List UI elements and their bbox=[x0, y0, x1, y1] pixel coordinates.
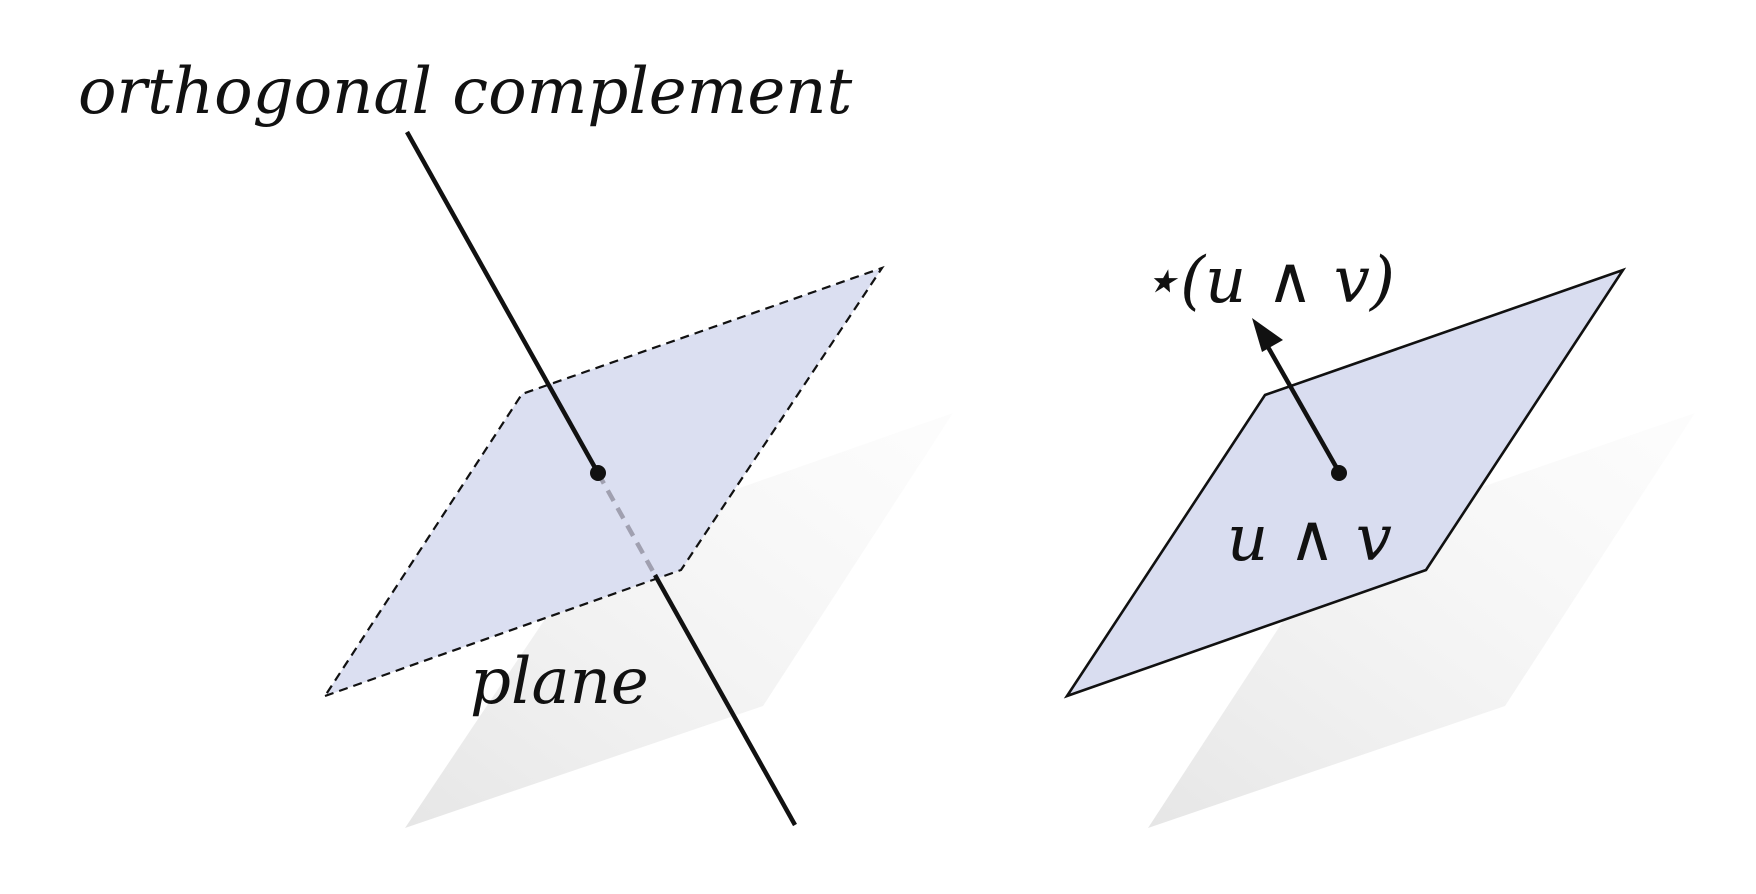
arrowhead-icon bbox=[1252, 318, 1283, 352]
orthogonal-complement-label: orthogonal complement bbox=[78, 55, 852, 129]
hodge-star-label: ⋆(u ∧ v) bbox=[1140, 244, 1395, 318]
bivector-point bbox=[1331, 465, 1347, 481]
right-plane bbox=[1063, 267, 1627, 699]
right-plane-shadow bbox=[1148, 413, 1695, 828]
right-panel: ⋆(u ∧ v) u ∧ v bbox=[1063, 244, 1695, 828]
complement-line-lower bbox=[653, 573, 797, 827]
left-panel: orthogonal complement plane bbox=[78, 55, 953, 828]
plane-label: plane bbox=[470, 645, 649, 719]
intersection-point bbox=[590, 465, 606, 481]
complement-line-upper bbox=[405, 130, 600, 475]
hodge-star-arrow bbox=[1266, 345, 1341, 474]
wedge-label: u ∧ v bbox=[1227, 502, 1392, 576]
